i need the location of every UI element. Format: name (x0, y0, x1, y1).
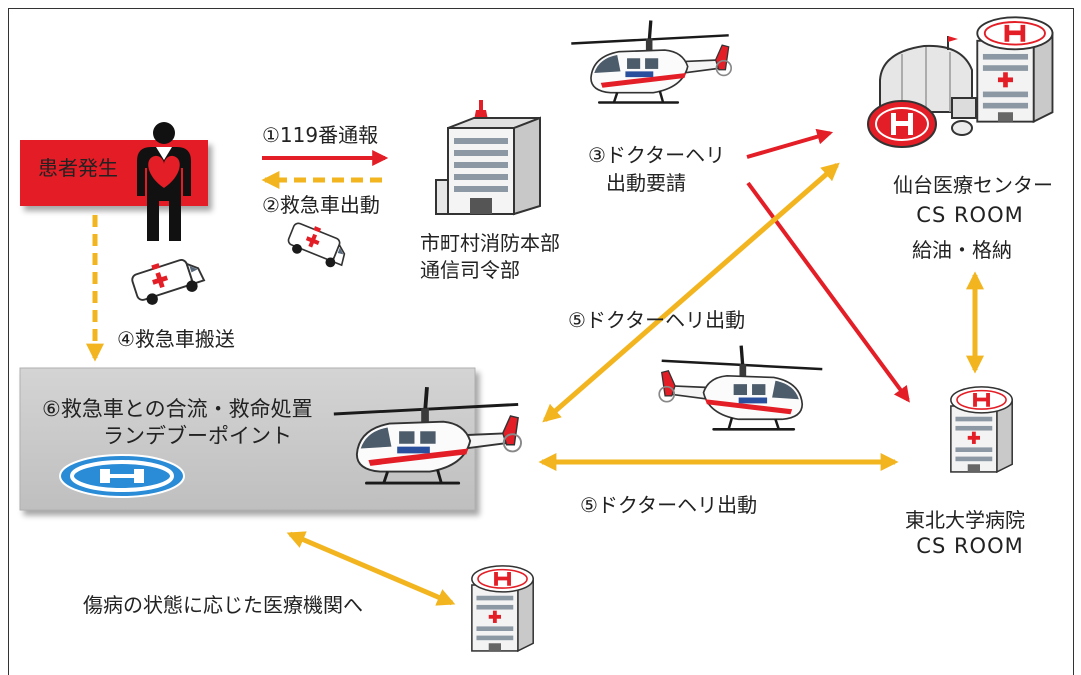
ambulance-icon (283, 217, 353, 273)
ambulance-icon (128, 250, 208, 310)
helipad-icon (59, 454, 185, 498)
tohoku-room: CS ROOM (916, 534, 1024, 558)
sendai-name: 仙台医療センター (893, 173, 1053, 197)
step2-ambulance-dispatch-label: ②救急車出動 (262, 193, 380, 217)
step5-dispatch-diagonal-label: ⑤ドクターヘリ出動 (568, 308, 746, 332)
patient-label: 患者発生 (38, 156, 118, 180)
step1-call-label: ①119番通報 (262, 123, 379, 147)
arrow-heli-dispatch-sendai (542, 162, 840, 423)
hospital-icon (976, 16, 1054, 123)
step3-request-label: ③ドクターヘリ (588, 143, 726, 167)
person-icon (137, 122, 191, 241)
step3-request-sublabel: 出動要請 (606, 171, 686, 195)
hospital-icon (471, 564, 535, 652)
step5-dispatch-horizontal-label: ⑤ドクターヘリ出動 (580, 493, 758, 517)
hospital-icon (949, 385, 1014, 473)
tohoku-name: 東北大学病院 (905, 508, 1025, 532)
image-frame (8, 8, 1074, 675)
arrow-to-hospital (286, 531, 456, 606)
rendezvous-title: ⑥救急車との合流・救命処置 (42, 397, 313, 421)
sendai-medical-center-icon (867, 16, 1054, 148)
fire-department-subname: 通信司令部 (420, 258, 520, 282)
sendai-note: 給油・格納 (912, 238, 1012, 262)
step4-transport-label: ④救急車搬送 (117, 327, 235, 351)
sendai-room: CS ROOM (916, 203, 1024, 227)
arrow-heli-request-sendai (746, 128, 834, 159)
fire-department-icon (435, 100, 541, 216)
rendezvous-subtitle: ランデブーポイント (103, 424, 292, 448)
fire-department-name: 市町村消防本部 (420, 231, 560, 255)
helicopter-icon (657, 344, 825, 432)
helicopter-icon (569, 18, 732, 105)
destination-label: 傷病の状態に応じた医療機関へ (83, 593, 363, 617)
